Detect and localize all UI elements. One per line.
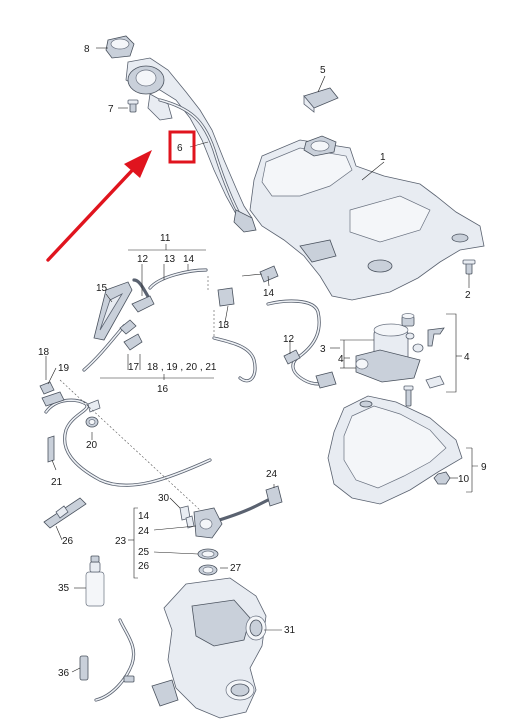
red-arrow [46,150,152,262]
additive-bottle-35[interactable] [85,555,105,607]
callout-25: 25 [138,547,150,558]
seal-kit-4[interactable] [401,313,445,407]
callout-21: 21 [51,477,63,488]
fuel-line-13-right[interactable] [212,299,337,389]
callout-7: 7 [108,104,114,115]
fuel-line-14[interactable] [148,268,208,290]
callout-23: 23 [115,536,127,547]
heat-shield[interactable] [327,395,463,505]
highlight-box [168,130,196,164]
clamp-27[interactable] [198,564,218,576]
callout-20: 20 [86,440,98,451]
callout-35: 35 [58,583,70,594]
callout-4b: 4 [464,352,470,363]
valve-assembly-23[interactable] [179,485,283,539]
fuel-pump[interactable] [355,323,421,383]
callout-30: 30 [158,493,170,504]
callout-24a: 24 [266,469,278,480]
sensor-cable-36[interactable] [79,618,136,702]
callout-17: 17 [128,362,140,373]
fuel-tank[interactable] [249,135,485,301]
callout-14c: 14 [138,511,150,522]
clip-13[interactable] [217,287,235,307]
callout-12a: 12 [137,254,149,265]
callout-6: 6 [177,143,183,154]
callout-12b: 12 [283,334,295,345]
callout-15: 15 [96,283,108,294]
callout-31: 31 [284,625,296,636]
callout-18: 18 [38,347,50,358]
callout-9: 9 [481,462,487,473]
callout-16: 16 [157,384,169,395]
hose-26[interactable] [43,497,87,529]
callout-13a: 13 [164,254,176,265]
callout-3: 3 [320,344,326,355]
bolt-2[interactable] [462,259,476,275]
bracket-5[interactable] [303,87,339,113]
screw-7[interactable] [127,99,139,113]
callout-1: 1 [380,152,386,163]
callout-26a: 26 [62,536,74,547]
callout-27: 27 [230,563,242,574]
clamp-20[interactable] [85,416,99,428]
connector-14[interactable] [241,265,279,283]
fuel-line-12[interactable] [131,278,155,313]
callout-36: 36 [58,668,70,679]
callout-2: 2 [465,290,471,301]
line-left-assembly[interactable] [39,381,212,487]
callout-26b: 26 [138,561,150,572]
ring-25[interactable] [197,548,219,560]
callout-19: 19 [58,363,70,374]
callout-5: 5 [320,65,326,76]
filler-cap[interactable] [105,35,135,59]
callout-24b: 24 [138,526,150,537]
callout-8: 8 [84,44,90,55]
callout-4a: 4 [338,354,344,365]
callout-14b: 14 [263,288,275,299]
line-assembly-16[interactable] [82,319,143,372]
callout-labels: 8 7 6 5 1 2 3 4 4 9 10 11 12 13 14 15 17… [38,44,487,679]
filler-neck[interactable] [125,57,257,233]
callout-18-21: 18 , 19 , 20 , 21 [147,362,217,373]
nut-10[interactable] [433,471,451,485]
leader-lines [45,47,478,673]
bracket-15[interactable] [93,281,133,341]
callout-13b: 13 [218,320,230,331]
callout-10: 10 [458,474,470,485]
particulate-filter-31[interactable] [151,577,267,719]
callout-14a: 14 [183,254,195,265]
callout-11: 11 [160,233,171,244]
